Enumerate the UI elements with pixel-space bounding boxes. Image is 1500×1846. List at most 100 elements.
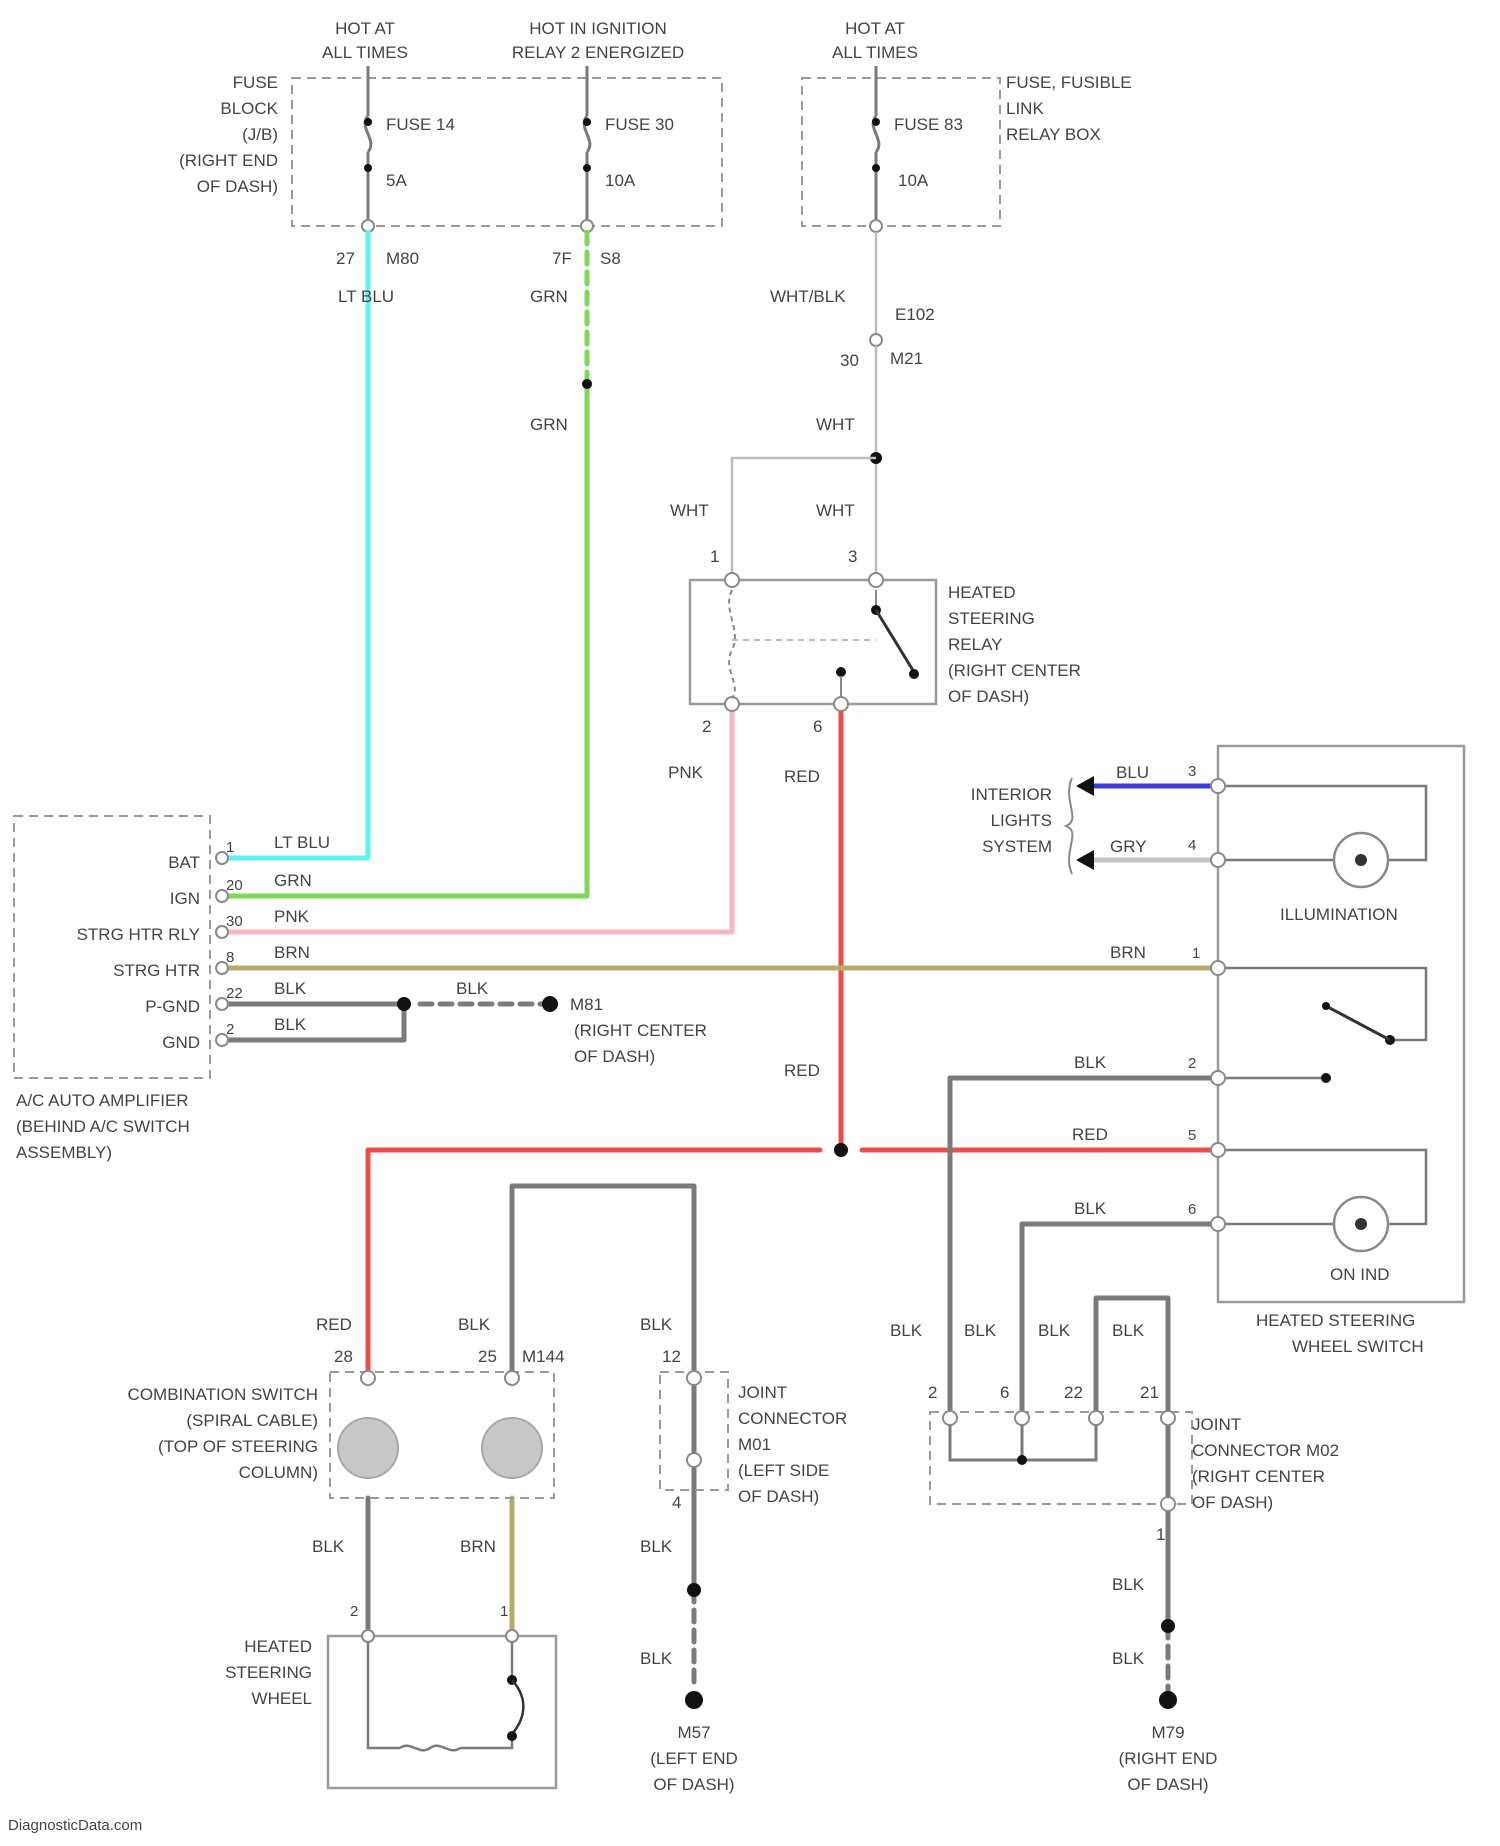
wire-label-blk-m02-3: BLK <box>1038 1321 1071 1340</box>
wire-label-brn-wheel: BRN <box>460 1537 496 1556</box>
conn-e102: E102 <box>895 305 935 324</box>
relay-pin-3: 3 <box>848 547 857 566</box>
wire-label-blk-m02-2: BLK <box>964 1321 997 1340</box>
switch-pin-6: 6 <box>1188 1201 1196 1218</box>
wire-label-blk-m01-mid: BLK <box>640 1537 673 1556</box>
arrow-blu-icon <box>1076 776 1094 796</box>
wheel-label-2: STEERING <box>225 1663 312 1682</box>
relay-outline <box>690 580 936 704</box>
switch-label-1: HEATED STEERING <box>1256 1311 1415 1330</box>
amplifier-label-2: (BEHIND A/C SWITCH <box>16 1117 190 1136</box>
amp-pin-num-2: 2 <box>226 1021 234 1038</box>
fuse-block-pin-7f: 7F <box>552 249 572 268</box>
comb-label-2: (SPIRAL CABLE) <box>186 1411 318 1430</box>
wire-label-blk-sw2: BLK <box>1074 1053 1107 1072</box>
thermostat-contact-icon <box>512 1680 523 1734</box>
fuse-block-outline <box>292 78 722 226</box>
hot-at-all-times-2-line1: HOT AT <box>845 19 905 38</box>
fuse-30-label: FUSE 30 <box>605 115 674 134</box>
fuse-83-amp: 10A <box>898 171 929 190</box>
joint-m02-label-2: CONNECTOR M02 <box>1192 1441 1339 1460</box>
watermark: DiagnosticData.com <box>8 1817 142 1834</box>
comb-pin-28: 28 <box>334 1347 353 1366</box>
amp-wire-lt-blu: LT BLU <box>274 833 330 852</box>
amp-pin-name-strg-htr: STRG HTR <box>113 961 200 980</box>
spiral-cable-left-icon <box>338 1418 398 1478</box>
comb-label-3: (TOP OF STEERING <box>158 1437 318 1456</box>
wire-blk-m144 <box>512 1186 694 1372</box>
relay-label-5: OF DASH) <box>948 687 1029 706</box>
interior-lights-label-3: SYSTEM <box>982 837 1052 856</box>
wire-label-lt-blu-top: LT BLU <box>338 287 394 306</box>
fuse-block-label-5: OF DASH) <box>197 177 278 196</box>
relay-box-label-1: FUSE, FUSIBLE <box>1006 73 1132 92</box>
interior-lights-label-2: LIGHTS <box>991 811 1052 830</box>
wire-label-blk-m81: BLK <box>456 979 489 998</box>
fuse-block-label-4: (RIGHT END <box>179 151 278 170</box>
wire-grn <box>228 384 587 896</box>
ground-m79-icon <box>1159 1691 1177 1709</box>
wheel-pin-2: 2 <box>350 1603 358 1620</box>
hot-in-ignition-line2: RELAY 2 ENERGIZED <box>512 43 684 62</box>
amp-pin-name-strg-htr-rly: STRG HTR RLY <box>77 925 200 944</box>
fusible-link-relay-box: FUSE, FUSIBLE LINK RELAY BOX FUSE 83 10A <box>802 66 1132 232</box>
ground-m57-loc-1: (LEFT END <box>650 1749 738 1768</box>
wire-label-red-1: RED <box>784 767 820 786</box>
joint-m01-pin-12: 12 <box>662 1347 681 1366</box>
amplifier-label-3: ASSEMBLY) <box>16 1143 112 1162</box>
fuse-block-label-1: FUSE <box>233 73 278 92</box>
relay-contact-icon <box>876 610 914 672</box>
hot-at-all-times-2-line2: ALL TIMES <box>832 43 918 62</box>
amp-wire-blk-1: BLK <box>274 979 307 998</box>
interior-lights-system: INTERIOR LIGHTS SYSTEM BLU GRY <box>971 763 1149 874</box>
wheel-label-1: HEATED <box>244 1637 312 1656</box>
ground-m57-loc-2: OF DASH) <box>653 1775 734 1794</box>
switch-pin-5: 5 <box>1188 1127 1196 1144</box>
fuse-block-conn-s8: S8 <box>600 249 621 268</box>
wire-label-wht-1: WHT <box>816 415 855 434</box>
wire-label-blk-m02-1: BLK <box>890 1321 923 1340</box>
amp-pin-num-8: 8 <box>226 949 234 966</box>
joint-m02-pin-2: 2 <box>928 1383 937 1402</box>
relay-pin-1: 1 <box>710 547 719 566</box>
relay-box-label-3: RELAY BOX <box>1006 125 1101 144</box>
hot-at-all-times-1-line1: HOT AT <box>335 19 395 38</box>
switch-pin-2: 2 <box>1188 1055 1196 1072</box>
ground-m79-loc-2: OF DASH) <box>1127 1775 1208 1794</box>
wire-label-grn-top: GRN <box>530 287 568 306</box>
joint-m01-label-3: M01 <box>738 1435 771 1454</box>
comb-pin-25: 25 <box>478 1347 497 1366</box>
wire-label-red-comb: RED <box>316 1315 352 1334</box>
joint-m02-label-1: JOINT <box>1192 1415 1241 1434</box>
relay-box-outline <box>802 78 1000 226</box>
arrow-gry-icon <box>1076 850 1094 870</box>
power-source-labels: HOT AT ALL TIMES HOT IN IGNITION RELAY 2… <box>322 19 918 62</box>
hot-in-ignition-line1: HOT IN IGNITION <box>529 19 667 38</box>
wire-label-grn-mid: GRN <box>530 415 568 434</box>
amp-wire-pnk: PNK <box>274 907 310 926</box>
wire-label-wht-2: WHT <box>670 501 709 520</box>
combination-switch: RED BLK 28 25 M144 COMBINATION SWITCH (S… <box>128 1315 565 1556</box>
wire-label-red-sw5: RED <box>1072 1125 1108 1144</box>
wire-label-blu: BLU <box>1116 763 1149 782</box>
comb-conn-m144: M144 <box>522 1347 565 1366</box>
joint-connector-m01: BLK 12 4 JOINT CONNECTOR M01 (LEFT SIDE … <box>640 1315 847 1794</box>
wire-label-blk-comb: BLK <box>458 1315 491 1334</box>
fuse-block-label-2: BLOCK <box>220 99 278 118</box>
amp-wire-brn: BRN <box>274 943 310 962</box>
amp-pin-num-22: 22 <box>226 985 243 1002</box>
amp-pin-num-1: 1 <box>226 839 234 856</box>
wires <box>228 232 1212 1709</box>
ground-m79-label: M79 <box>1151 1723 1184 1742</box>
pin-30: 30 <box>840 351 859 370</box>
amp-pin-name-gnd: GND <box>162 1033 200 1052</box>
joint-m02-outline <box>930 1412 1192 1504</box>
wire-label-blk-m01-top: BLK <box>640 1315 673 1334</box>
interior-lights-bracket <box>1066 778 1072 874</box>
ground-m81-icon <box>542 996 558 1012</box>
ground-m81-loc-1: (RIGHT CENTER <box>574 1021 707 1040</box>
joint-m01-label-1: JOINT <box>738 1383 787 1402</box>
ground-m57-label: M57 <box>677 1723 710 1742</box>
amp-pin-name-ign: IGN <box>170 889 200 908</box>
relay-coil-icon <box>729 590 735 698</box>
